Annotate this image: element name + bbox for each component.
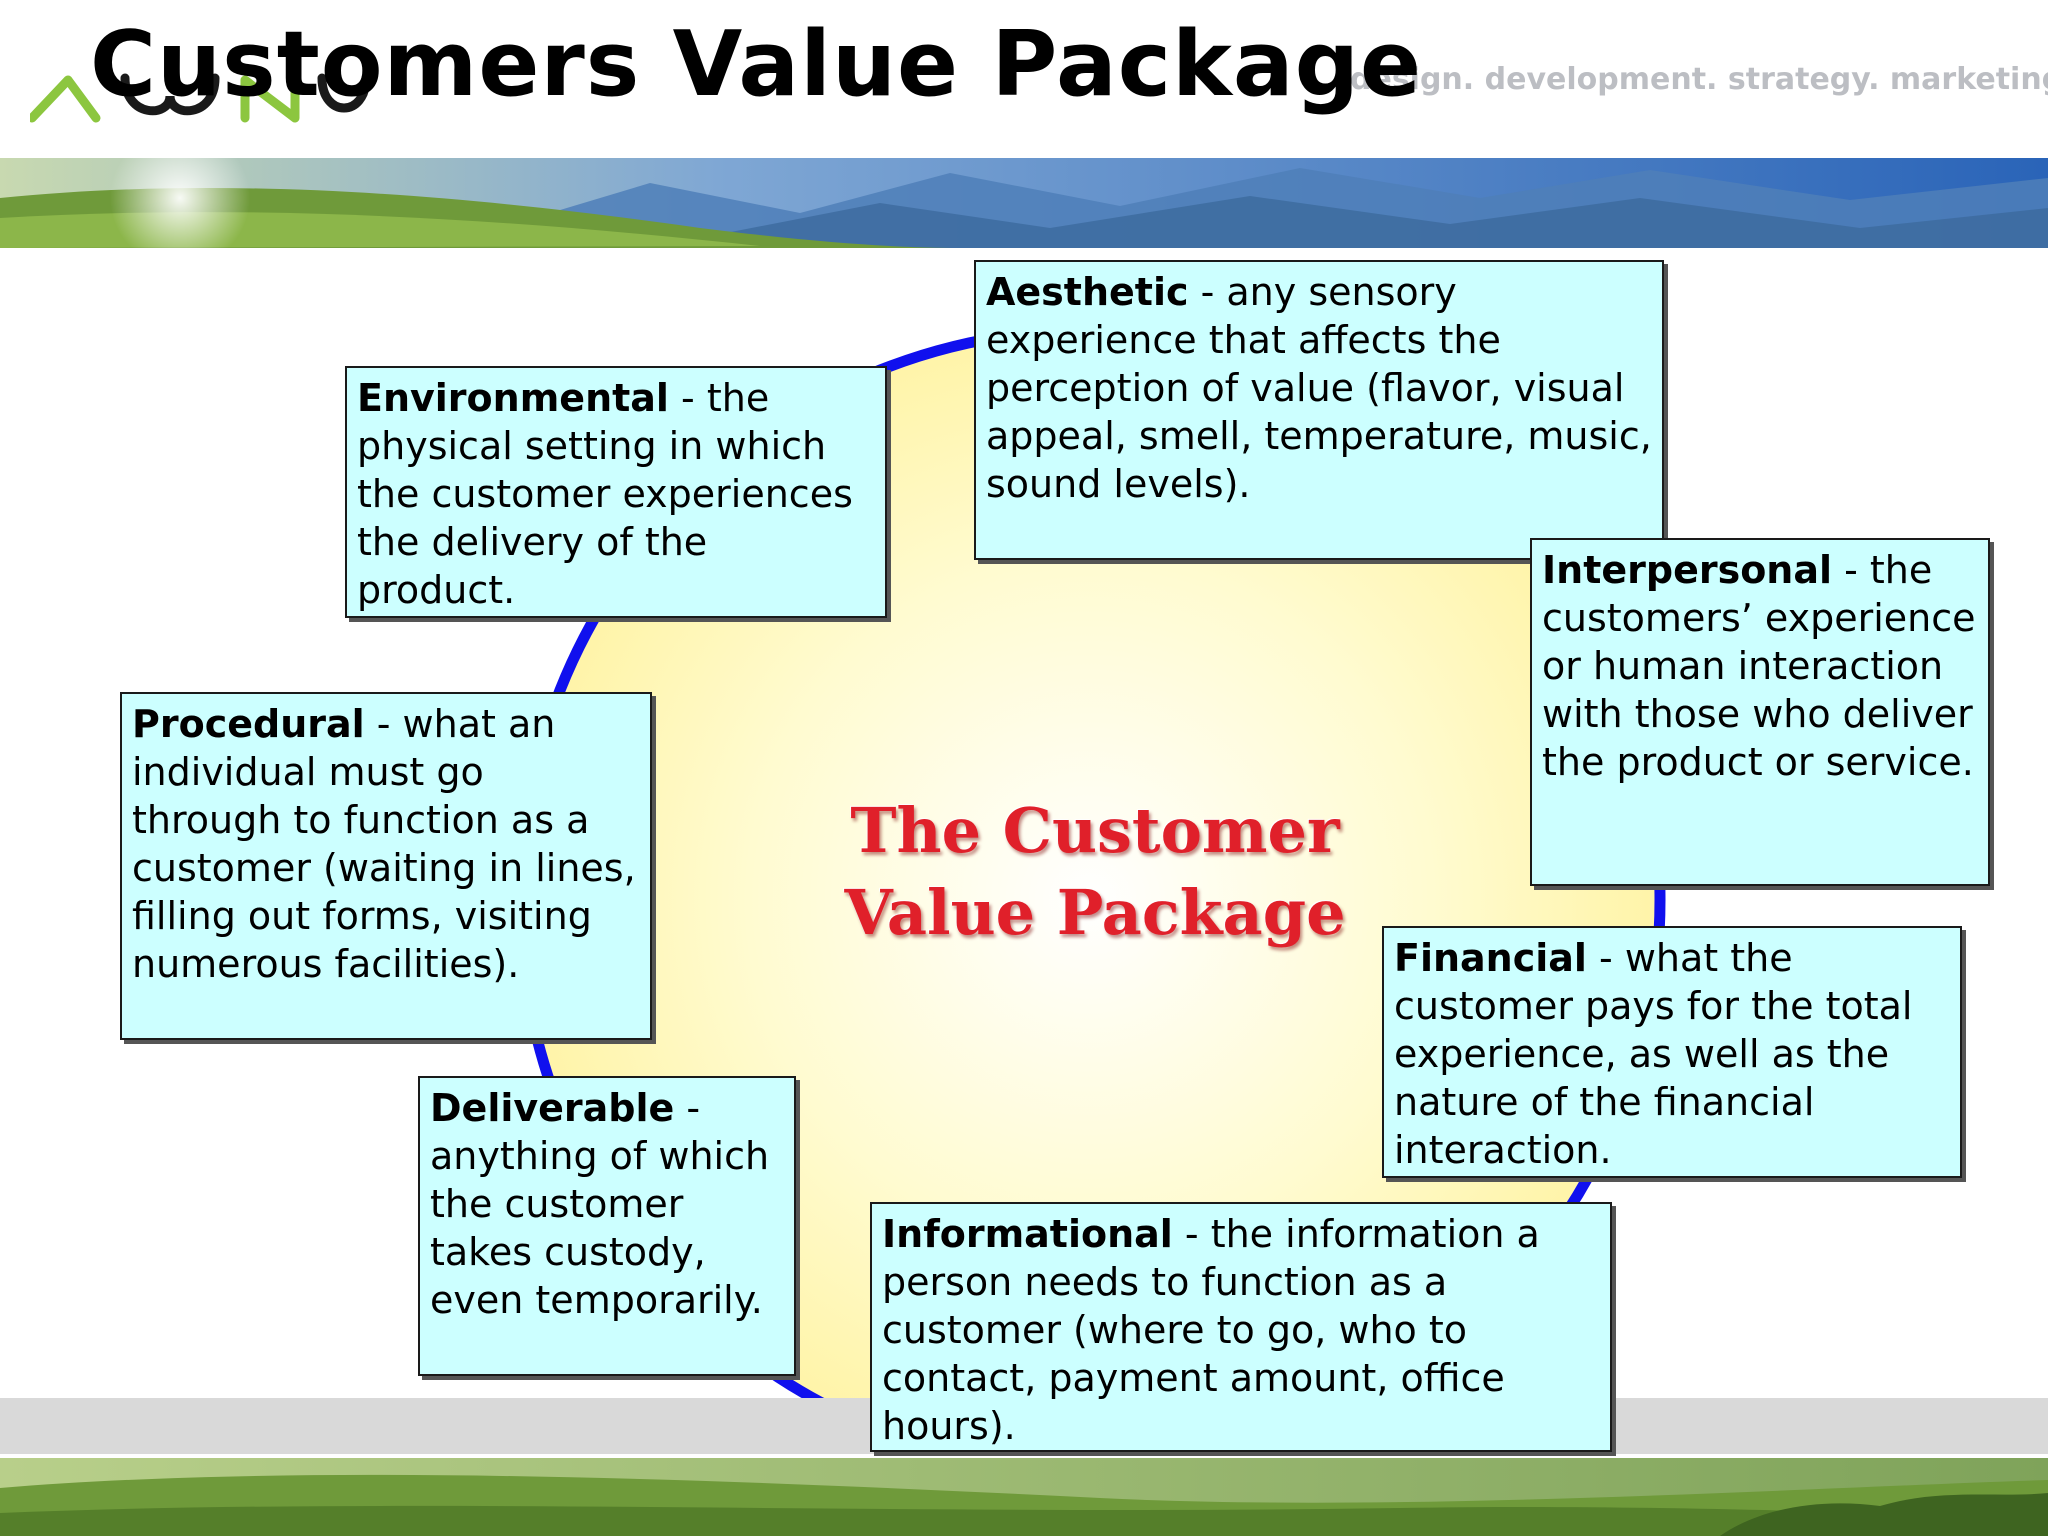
deliverable-term: Deliverable <box>430 1086 675 1130</box>
financial-term: Financial <box>1394 936 1587 980</box>
procedural-box: Procedural - what an individual must go … <box>120 692 652 1040</box>
header-landscape-banner <box>0 158 2048 248</box>
informational-description: - the information a person needs to func… <box>882 1212 1540 1448</box>
aesthetic-term: Aesthetic <box>986 270 1189 314</box>
company-logo-icon <box>30 73 370 123</box>
slide-header: design. development. strategy. marketing… <box>0 0 2048 158</box>
environmental-term: Environmental <box>357 376 669 420</box>
deliverable-box: Deliverable - anything of which the cust… <box>418 1076 796 1376</box>
footer-landscape-image <box>0 1458 2048 1536</box>
center-label-line1: The Customer <box>850 794 1340 867</box>
interpersonal-box: Interpersonal - the customers’ experienc… <box>1530 538 1990 886</box>
page-title: Customers Value Package <box>90 12 1423 117</box>
deliverable-description: - anything of which the customer takes c… <box>430 1086 770 1322</box>
informational-box: Informational - the information a person… <box>870 1202 1612 1452</box>
aesthetic-description: - any sensory experience that affects th… <box>986 270 1652 506</box>
center-label-line2: Value Package <box>844 876 1346 949</box>
financial-description: - what the customer pays for the total e… <box>1394 936 1913 1172</box>
procedural-description: - what an individual must go through to … <box>132 702 636 986</box>
center-label: The Customer Value Package <box>820 790 1370 954</box>
procedural-term: Procedural <box>132 702 365 746</box>
financial-box: Financial - what the customer pays for t… <box>1382 926 1962 1178</box>
landscape-image <box>0 158 2048 248</box>
interpersonal-description: - the customers’ experience or human int… <box>1542 548 1976 784</box>
environmental-box: Environmental - the physical setting in … <box>345 366 887 618</box>
interpersonal-term: Interpersonal <box>1542 548 1833 592</box>
footer-landscape-banner <box>0 1458 2048 1536</box>
footer-divider <box>0 1454 2048 1458</box>
informational-term: Informational <box>882 1212 1173 1256</box>
company-tagline: design. development. strategy. marketing… <box>1350 62 2048 97</box>
environmental-description: - the physical setting in which the cust… <box>357 376 853 612</box>
aesthetic-box: Aesthetic - any sensory experience that … <box>974 260 1664 560</box>
